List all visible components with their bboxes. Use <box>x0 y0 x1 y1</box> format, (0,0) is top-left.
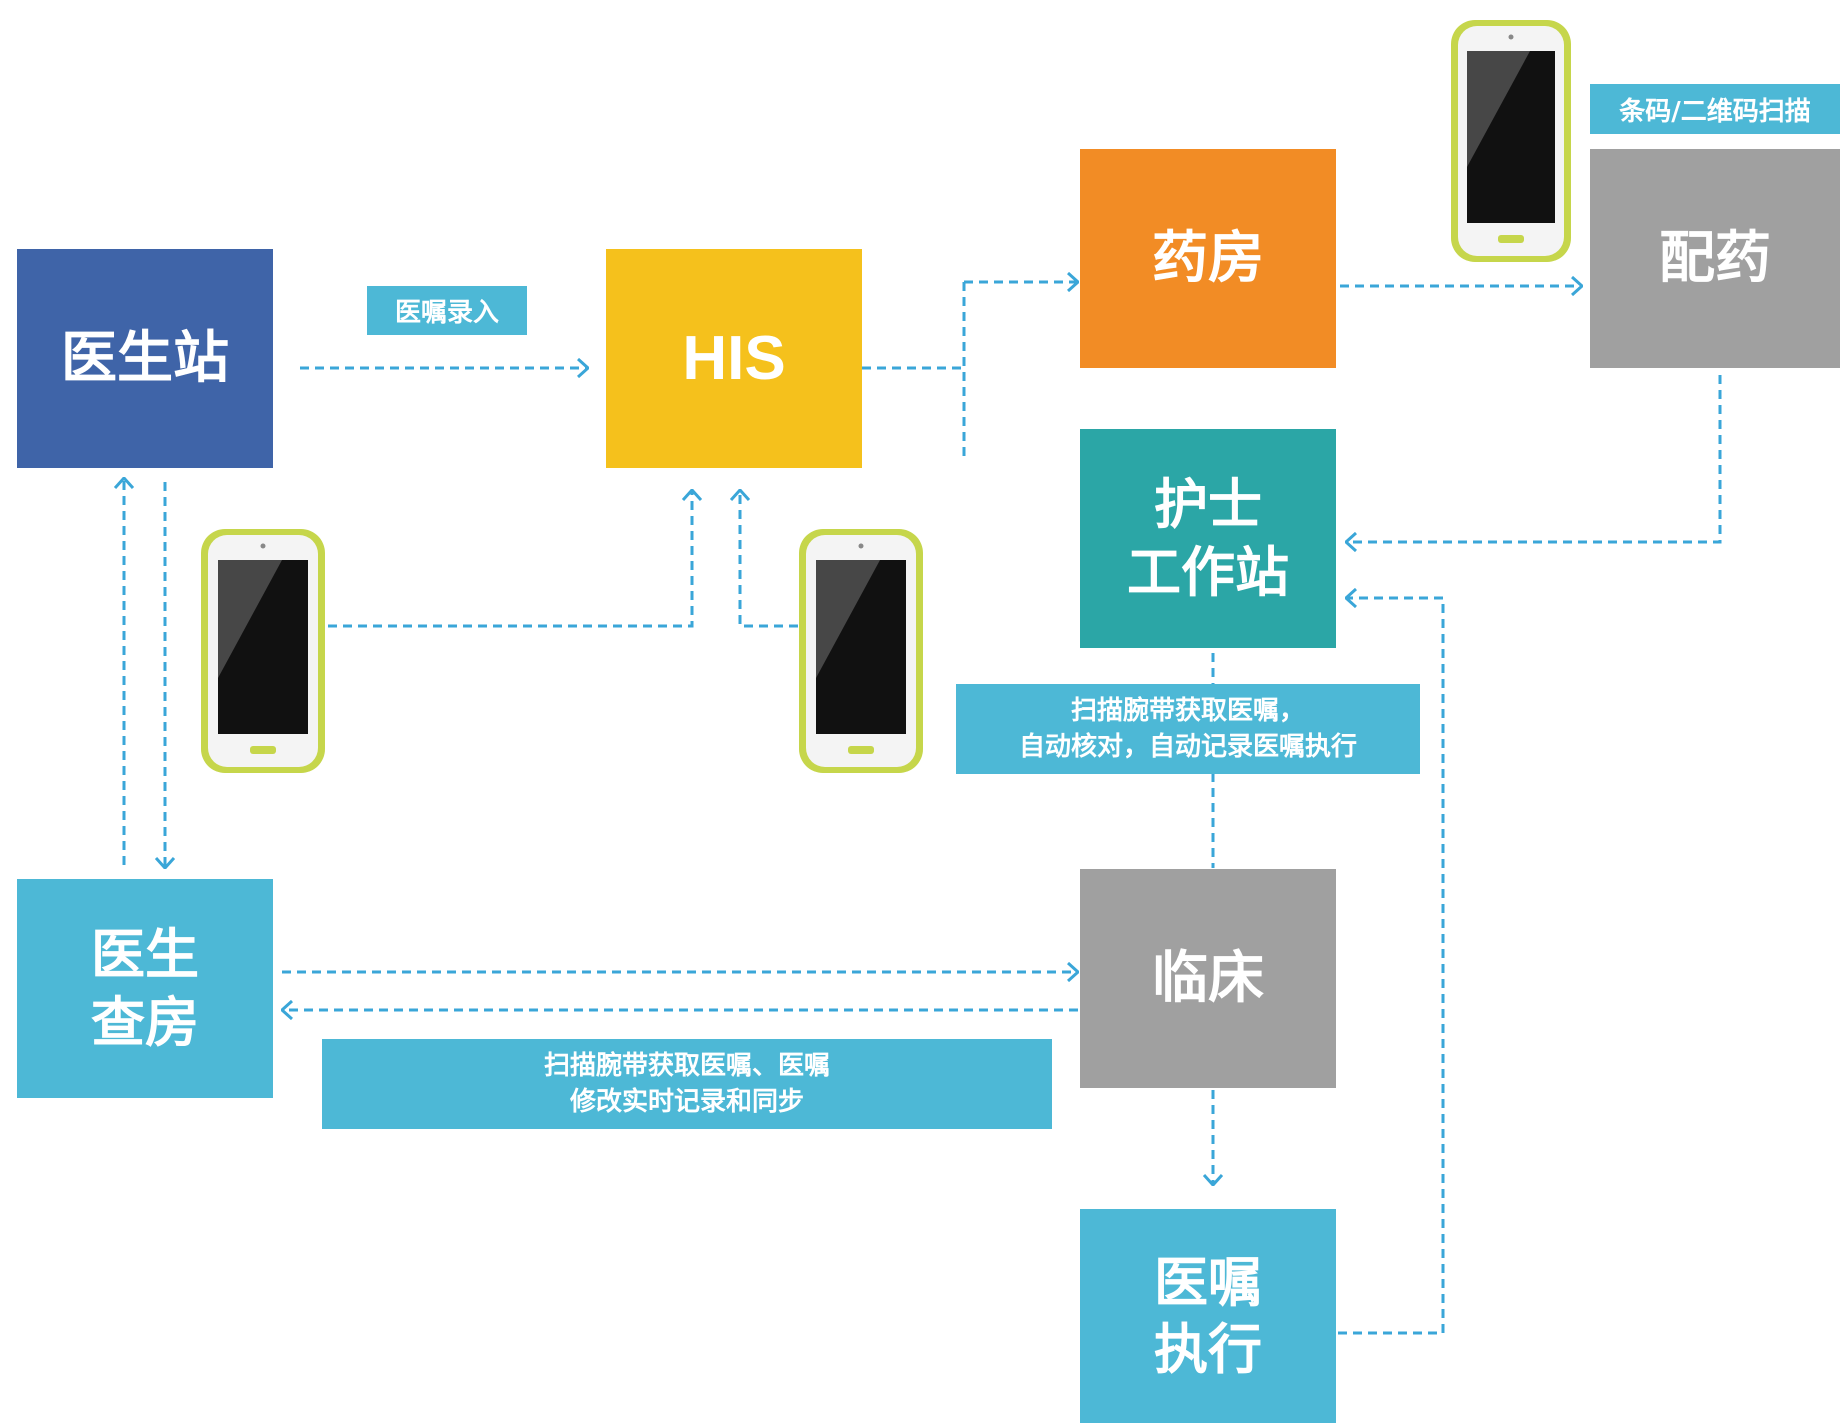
node-nurse-station-line1: 护士 <box>1154 473 1262 536</box>
handheld-terminal-icon <box>201 529 325 773</box>
node-doctor-rounds: 医生 查房 <box>17 879 273 1098</box>
node-doctor-station: 医生站 <box>17 249 273 468</box>
arrow-dispensing-to-nurse-station <box>1346 375 1722 542</box>
arrow-phone1-to-his <box>328 490 692 628</box>
arrow-phone2-to-his <box>740 490 798 628</box>
label-doctor-scan-line2: 修改实时记录和同步 <box>569 1087 804 1117</box>
node-his-label: HIS <box>682 323 786 393</box>
node-pharmacy-label: 药房 <box>1152 225 1264 291</box>
node-pharmacy: 药房 <box>1080 149 1336 368</box>
label-order-entry-text: 医嘱录入 <box>394 298 499 328</box>
node-doctor-station-label: 医生站 <box>61 325 229 391</box>
label-nurse-scan: 扫描腕带获取医嘱， 自动核对，自动记录医嘱执行 <box>956 684 1420 774</box>
label-nurse-scan-line1: 扫描腕带获取医嘱， <box>1070 695 1305 726</box>
handheld-terminal-icon <box>1451 20 1571 262</box>
label-doctor-scan-line1: 扫描腕带获取医嘱、医嘱 <box>543 1050 830 1081</box>
label-doctor-scan: 扫描腕带获取医嘱、医嘱 修改实时记录和同步 <box>322 1039 1052 1129</box>
label-barcode-scan-text: 条码/二维码扫描 <box>1619 96 1811 127</box>
label-nurse-scan-line2: 自动核对，自动记录医嘱执行 <box>1018 732 1357 762</box>
node-order-execution-line2: 执行 <box>1154 1318 1262 1381</box>
node-dispensing: 配药 <box>1590 149 1840 368</box>
node-doctor-rounds-line2: 查房 <box>91 990 199 1054</box>
node-nurse-station: 护士 工作站 <box>1080 429 1336 648</box>
node-clinical: 临床 <box>1080 869 1336 1088</box>
node-doctor-rounds-line1: 医生 <box>91 923 199 986</box>
label-order-entry: 医嘱录入 <box>367 286 527 335</box>
node-clinical-label: 临床 <box>1152 945 1264 1011</box>
handheld-terminal-icon <box>799 529 923 773</box>
node-dispensing-label: 配药 <box>1659 225 1771 291</box>
label-barcode-scan: 条码/二维码扫描 <box>1590 84 1840 134</box>
node-his: HIS <box>606 249 862 468</box>
node-order-execution: 医嘱 执行 <box>1080 1209 1336 1423</box>
arrow-order-exec-to-nurse-station <box>1338 598 1445 1335</box>
node-order-execution-line1: 医嘱 <box>1154 1250 1262 1314</box>
node-nurse-station-line2: 工作站 <box>1127 540 1289 604</box>
